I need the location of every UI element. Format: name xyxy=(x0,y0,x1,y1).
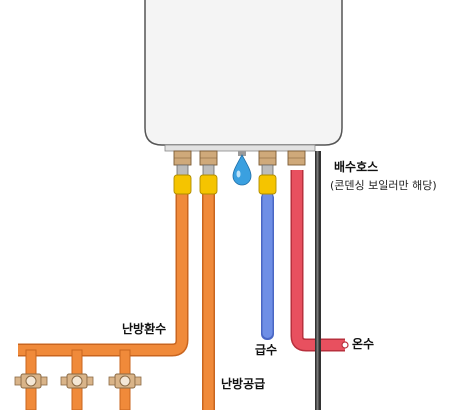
water-drop-icon xyxy=(232,151,252,186)
hot-water-outlet-marker xyxy=(341,341,349,349)
manifold-valve-1 xyxy=(14,373,48,389)
cold-water-fitting xyxy=(258,150,277,176)
heating-return-valve-handle xyxy=(173,174,192,195)
heating-return-fitting xyxy=(173,150,192,176)
drain-hose-label: 배수호스 xyxy=(334,160,379,174)
heating-return-label: 난방환수 xyxy=(122,322,167,336)
drain-hose xyxy=(315,151,321,410)
heating-supply-valve-handle xyxy=(199,174,218,195)
manifold-valve-3 xyxy=(108,373,142,389)
drain-hose-note: (콘덴싱 보일러만 해당) xyxy=(330,179,437,192)
hot-water-pipe xyxy=(290,170,345,352)
heating-supply-label: 난방공급 xyxy=(221,377,266,391)
boiler-unit xyxy=(144,0,343,152)
heating-supply-pipe xyxy=(202,192,215,410)
hot-water-fitting xyxy=(287,150,306,166)
hot-water-label: 온수 xyxy=(352,337,375,351)
cold-water-valve-handle xyxy=(258,174,277,195)
heating-supply-fitting xyxy=(199,150,218,176)
cold-water-label: 급수 xyxy=(255,343,278,357)
manifold-valve-2 xyxy=(60,373,94,389)
cold-water-pipe xyxy=(261,192,274,340)
